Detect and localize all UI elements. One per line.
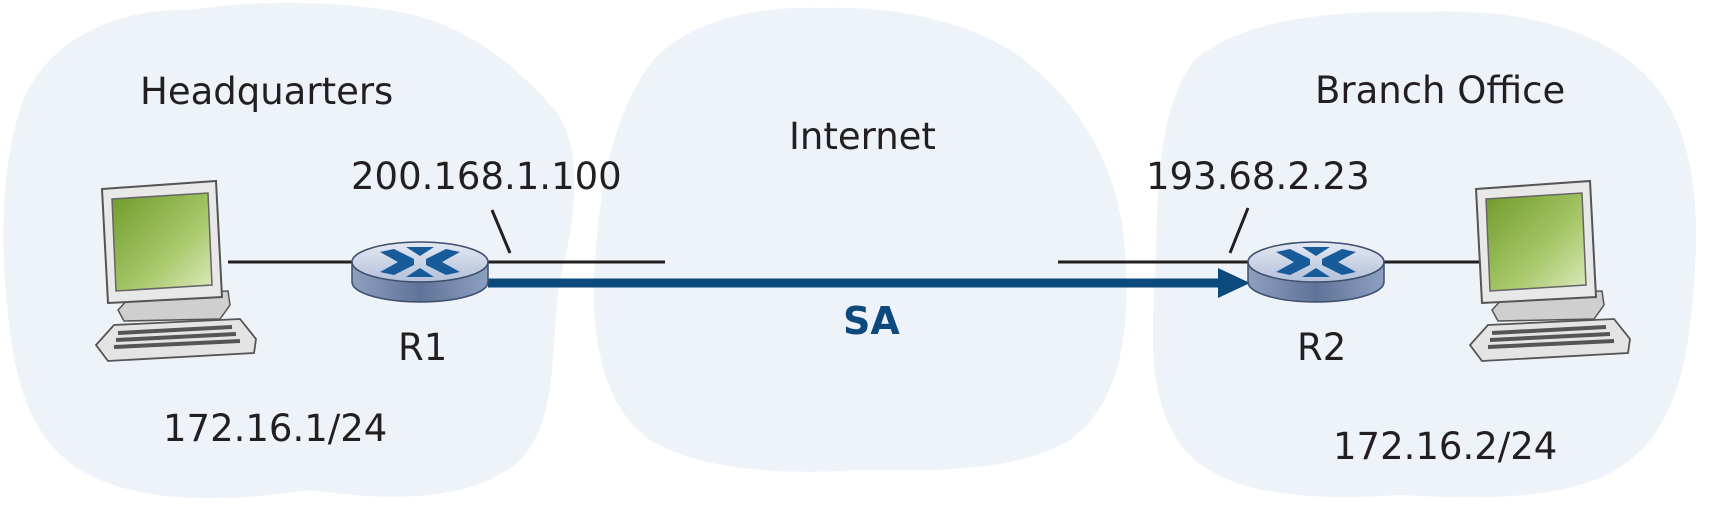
internet-label: Internet <box>789 115 936 158</box>
r2-public-ip: 193.68.2.23 <box>1146 155 1370 198</box>
router-r1-icon <box>351 241 489 303</box>
internet-cloud <box>593 7 1127 472</box>
router-r2-icon <box>1247 241 1385 303</box>
r1-name: R1 <box>398 326 448 369</box>
r1-public-ip: 200.168.1.100 <box>351 155 622 198</box>
branch-office-cloud <box>1152 11 1697 498</box>
r2-name: R2 <box>1297 326 1347 369</box>
sa-tunnel-arrow <box>488 268 1250 298</box>
headquarters-label: Headquarters <box>140 70 394 113</box>
headquarters-cloud <box>3 2 575 499</box>
r1-subnet: 172.16.1/24 <box>163 407 388 450</box>
r2-subnet: 172.16.2/24 <box>1333 425 1558 468</box>
branch-office-label: Branch Office <box>1315 69 1566 112</box>
sa-label: SA <box>843 299 900 343</box>
